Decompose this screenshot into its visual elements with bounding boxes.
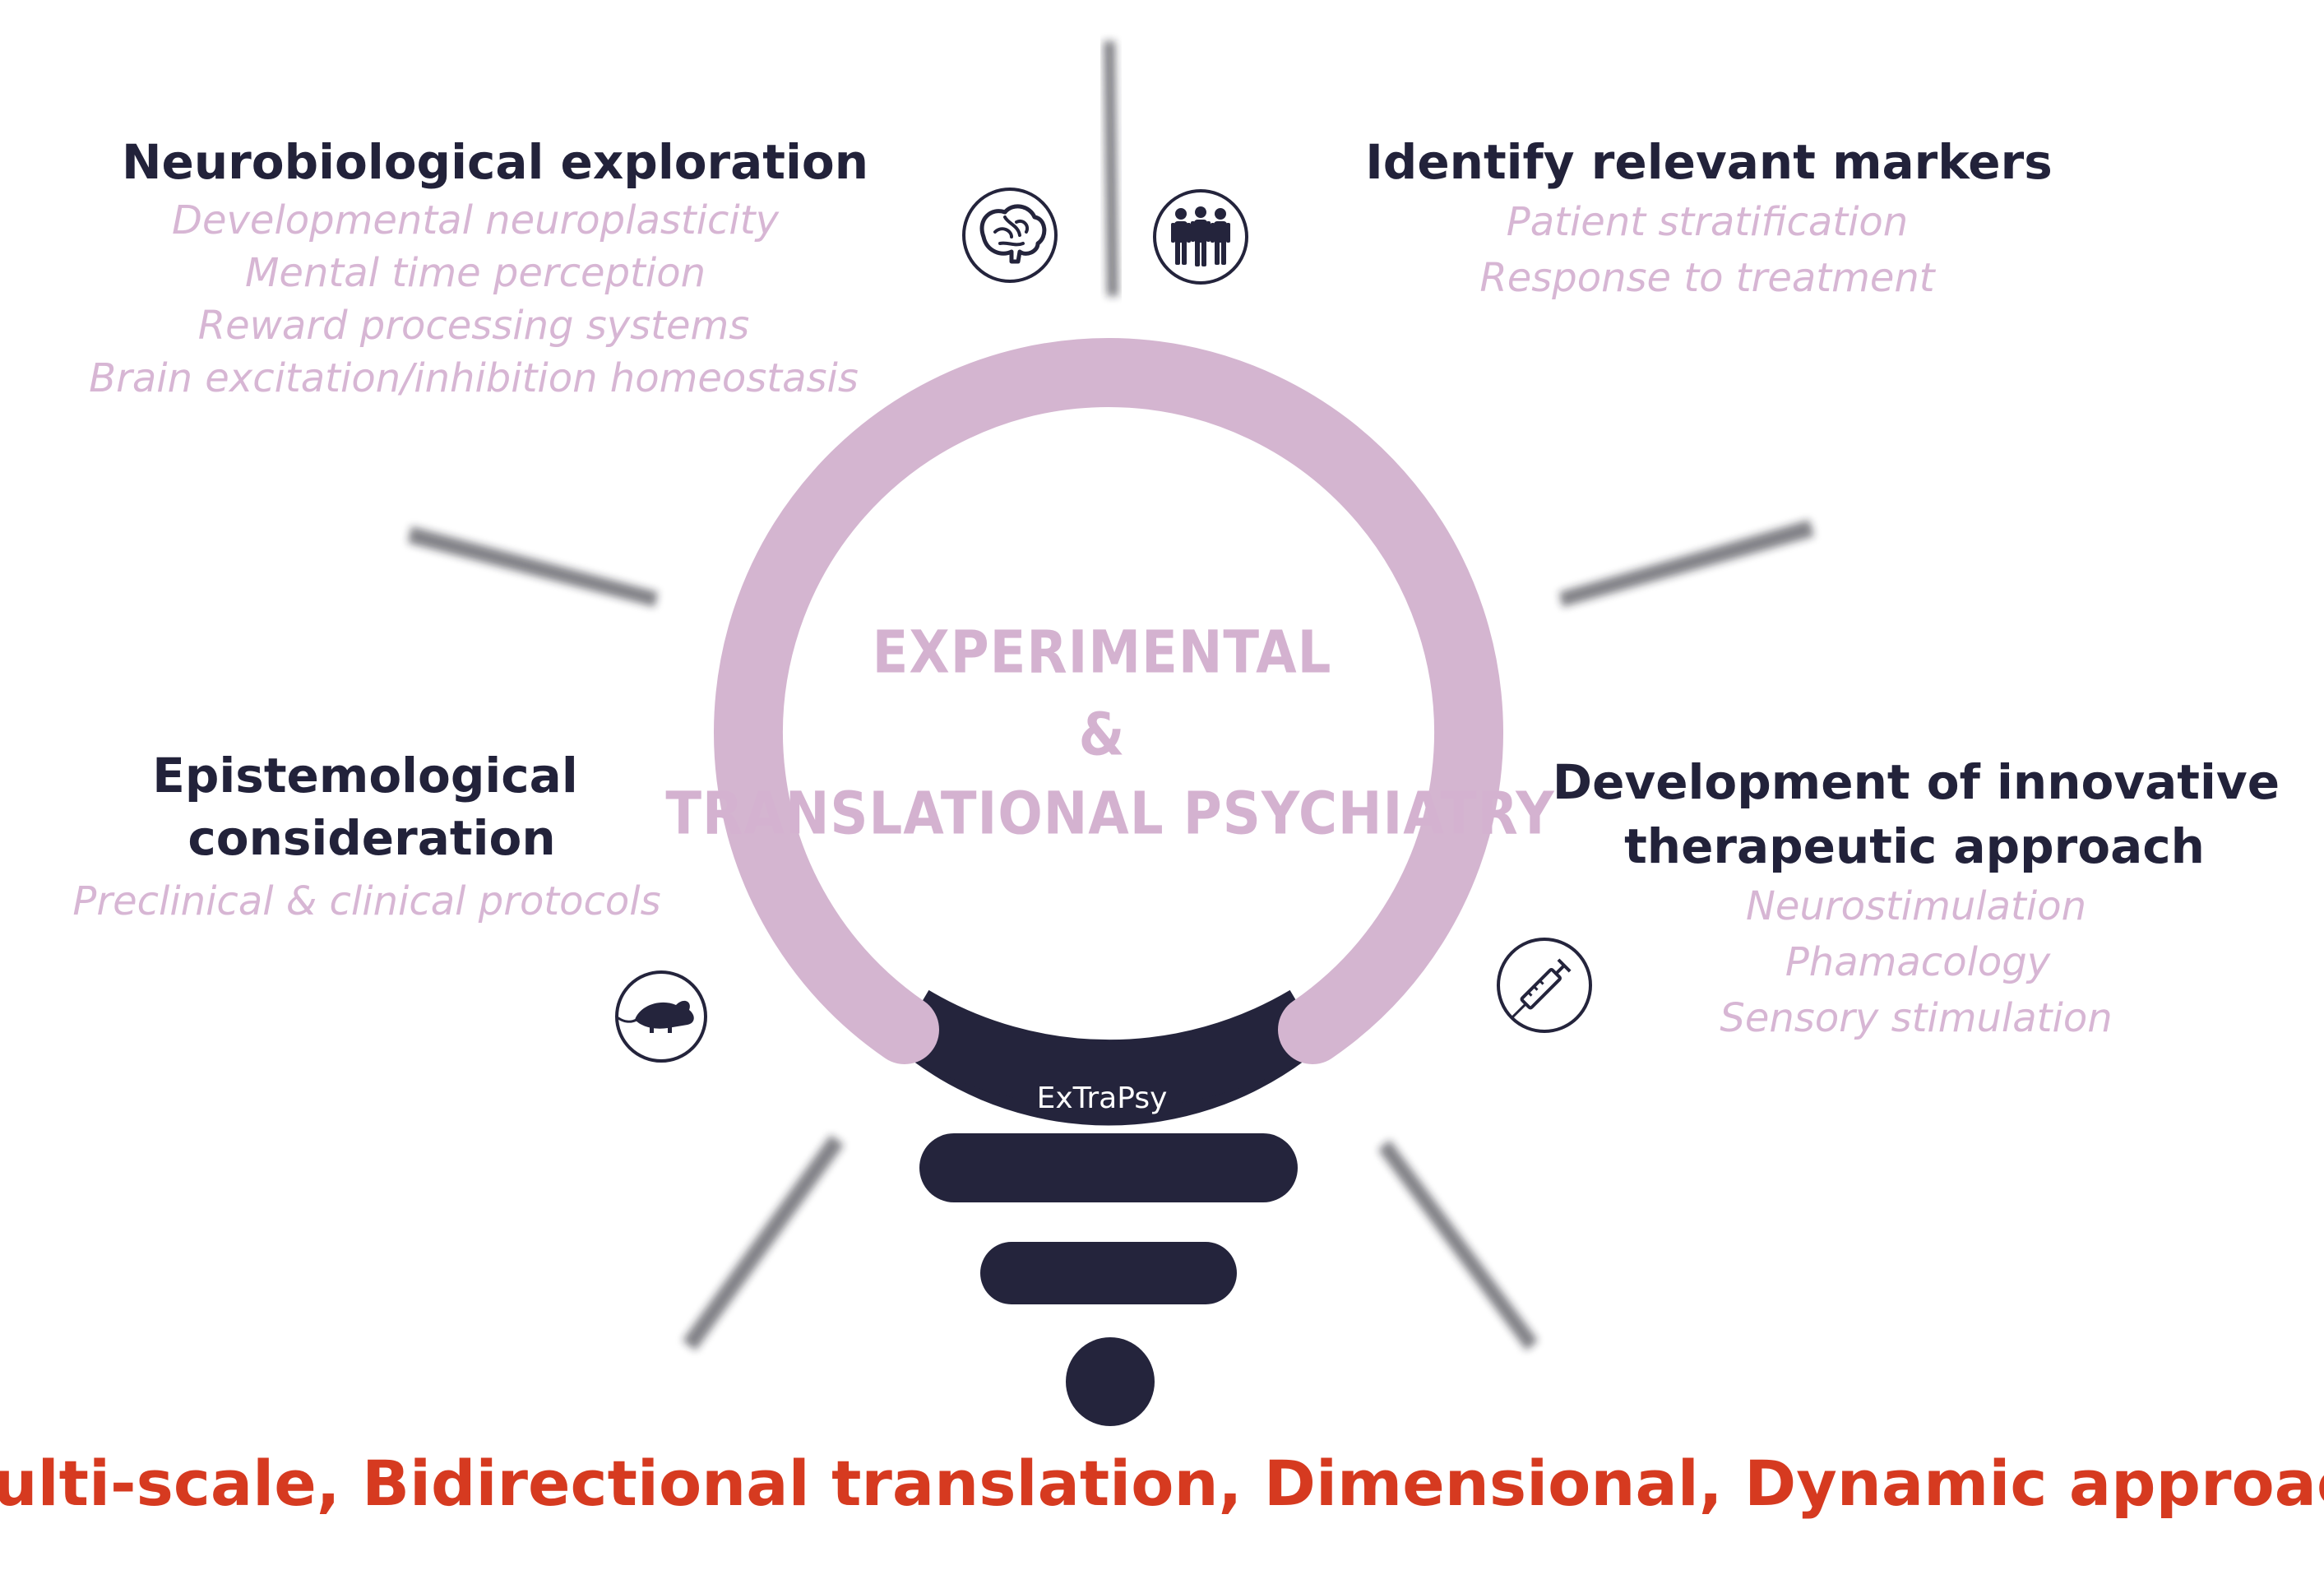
therapeutic-item-2: Phamacology [1785, 939, 2051, 985]
center-title-line-1: EXPERIMENTAL [872, 618, 1332, 688]
mouse-icon [615, 970, 707, 1063]
bulb-band-2 [980, 1242, 1237, 1304]
therapeutic-item-1: Neurostimulation [1746, 883, 2086, 929]
center-title-line-3: TRANSLATIONAL PSYCHIATRY [665, 780, 1555, 849]
therapeutic-title-line-2: therapeutic approach [1624, 818, 2205, 874]
ray-right-upper [1559, 520, 1814, 607]
ray-left-upper [408, 526, 658, 607]
center-title-line-2: & [1078, 701, 1126, 770]
markers-item-1: Patient stratification [1506, 199, 1909, 245]
markers-title: Identify relevant markers [1365, 134, 2053, 190]
bulb-base-arc [893, 989, 1326, 1109]
ray-right-lower [1378, 1140, 1538, 1350]
therapeutic-title-line-1: Development of innovative [1552, 754, 2280, 810]
epistemological-title-line-1: Epistemological [152, 748, 578, 804]
neurobiological-item-1: Developmental neuroplasticity [172, 197, 779, 243]
neurobiological-item-3: Reward processing systems [197, 303, 750, 349]
neurobiological-title: Neurobiological exploration [121, 134, 869, 190]
neurobiological-item-2: Mental time perception [245, 250, 706, 296]
tagline: Multi-scale, Bidirectional translation, … [0, 1447, 2324, 1520]
bulb-ring [714, 337, 1503, 1064]
ray-left-lower [683, 1135, 844, 1350]
epistemological-title-line-2: consideration [187, 810, 556, 866]
epistemological-item-1: Preclinical & clinical protocols [72, 878, 661, 924]
markers-item-2: Response to treatment [1479, 255, 1935, 301]
brain-icon [962, 188, 1058, 283]
neurobiological-item-4: Brain excitation/inhibition homeostasis [89, 355, 859, 401]
bulb-band-1 [919, 1133, 1298, 1202]
bulb-badge: ExTraPsy [1036, 1081, 1168, 1115]
light-rays [408, 41, 1814, 1350]
people-icon [1153, 189, 1248, 285]
syringe-icon [1497, 938, 1592, 1033]
bulb-tip [1066, 1337, 1155, 1426]
ray-top [1104, 41, 1118, 296]
therapeutic-item-3: Sensory stimulation [1720, 995, 2113, 1041]
